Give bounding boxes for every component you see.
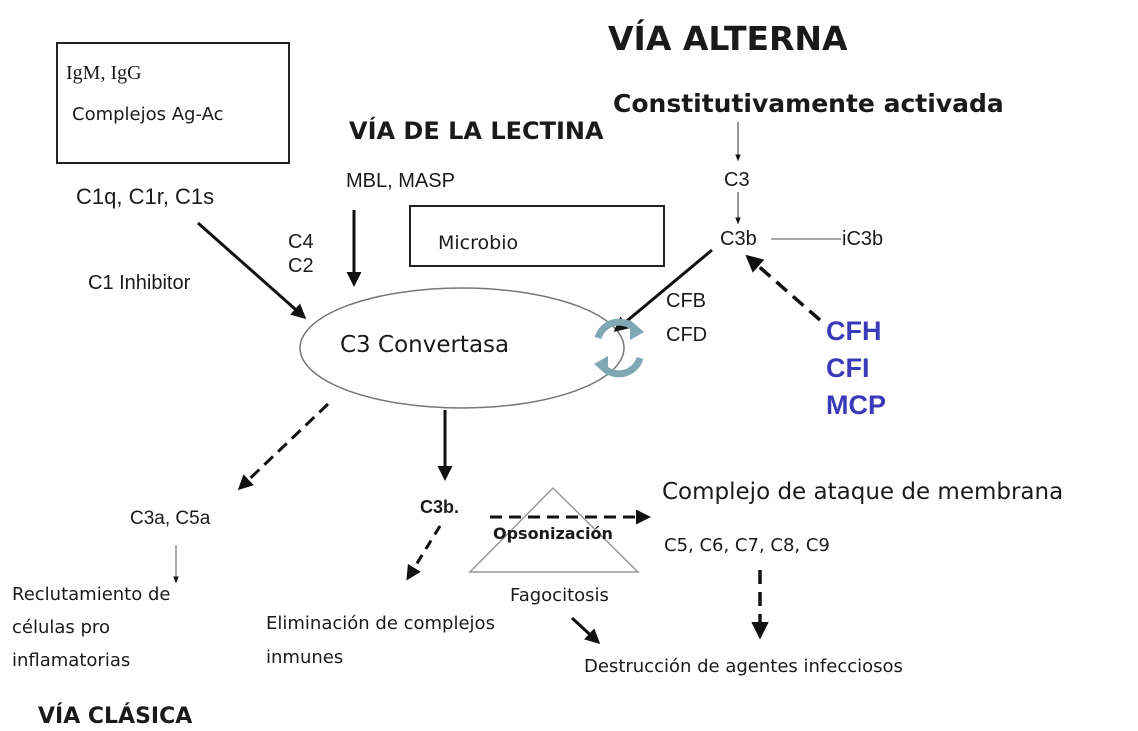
c3-convertase-ellipse xyxy=(299,287,625,409)
antibody-box xyxy=(56,42,290,164)
recruitment-line-1: Reclutamiento de xyxy=(12,584,171,605)
cfd-label: CFD xyxy=(666,324,708,346)
c1-label: C1q, C1r, C1s xyxy=(76,184,215,209)
opsonization-label: Opsonización xyxy=(493,524,613,543)
classical-pathway-title: VÍA CLÁSICA xyxy=(38,704,193,729)
anaphylatoxins-label: C3a, C5a xyxy=(130,508,211,529)
c4-label: C4 xyxy=(288,231,314,253)
opsonization-triangle xyxy=(468,486,640,573)
lectin-pathway-title: VÍA DE LA LECTINA xyxy=(349,117,604,145)
c3b-output-label: C3b. xyxy=(420,497,460,517)
regulator-cfh: CFH xyxy=(826,316,882,346)
regulator-cfi: CFI xyxy=(826,353,870,383)
c3b-label: C3b xyxy=(720,228,757,250)
immune-complexes-label: Complejos Ag-Ac xyxy=(72,104,224,125)
arrow-convertase-to-c3a xyxy=(237,402,330,491)
immune-clearance-line-2: inmunes xyxy=(266,647,344,668)
arrow-c3b-to-cycle xyxy=(613,248,713,332)
c3-convertase-label: C3 Convertasa xyxy=(340,332,510,358)
antibodies-label: IgM, IgG xyxy=(66,62,142,84)
destruction-label: Destrucción de agentes infecciosos xyxy=(584,656,903,677)
recruitment-line-2: células pro xyxy=(12,617,110,638)
alternative-pathway-subtitle: Constitutivamente activada xyxy=(613,89,1004,118)
mac-components: C5, C6, C7, C8, C9 xyxy=(664,535,830,556)
arrow-regulators-to-c3b xyxy=(745,254,822,322)
alternative-pathway-title: VÍA ALTERNA xyxy=(608,19,848,58)
regulator-mcp: MCP xyxy=(826,390,886,420)
lectin-initiators: MBL, MASP xyxy=(346,170,455,192)
arrow-c3b-to-clearance xyxy=(406,525,442,581)
recruitment-line-3: inflamatorias xyxy=(12,650,131,671)
cfb-label: CFB xyxy=(666,290,706,312)
ic3b-label: iC3b xyxy=(842,228,884,250)
microbe-label: Microbio xyxy=(438,232,519,254)
cycle-icon xyxy=(594,318,644,378)
c3-label: C3 xyxy=(724,169,750,191)
mac-title: Complejo de ataque de membrana xyxy=(662,479,1064,505)
microbe-box xyxy=(409,205,665,267)
immune-clearance-line-1: Eliminación de complejos xyxy=(266,613,495,634)
c1-inhibitor-label: C1 Inhibitor xyxy=(88,272,191,294)
arrow-phagocytosis-to-destruction xyxy=(570,616,601,645)
phagocytosis-label: Fagocitosis xyxy=(510,585,609,606)
arrow-c1-to-convertase xyxy=(197,221,307,319)
c2-label: C2 xyxy=(288,255,314,277)
